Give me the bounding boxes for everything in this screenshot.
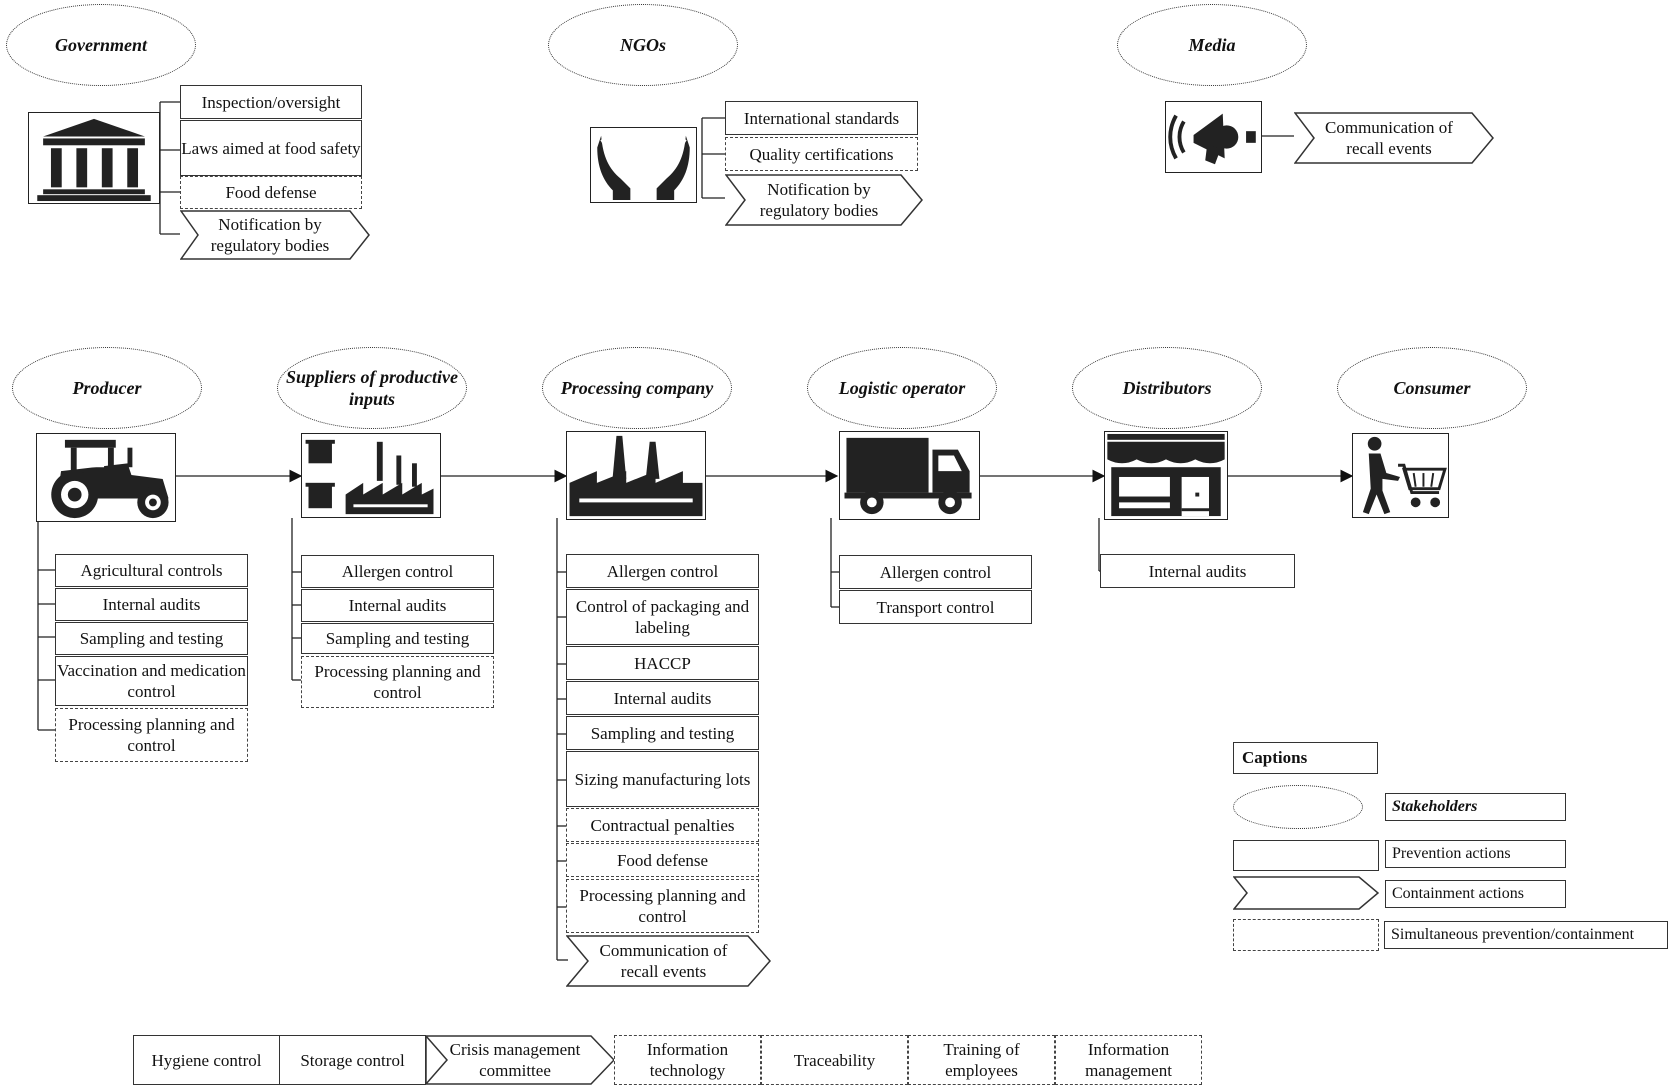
stakeholder-suppliers: Suppliers of productive inputs — [277, 347, 467, 429]
legend-prevention-label: Prevention actions — [1385, 840, 1566, 868]
action-producer-processing-planning: Processing planning and control — [55, 708, 248, 762]
action-media-communication-recall: Communication of recall events — [1294, 112, 1494, 164]
action-notification-regulatory: Notification by regulatory bodies — [180, 210, 370, 260]
legend-stakeholders-label: Stakeholders — [1385, 793, 1566, 821]
tractor-icon — [36, 433, 176, 522]
action-processing-sampling-testing: Sampling and testing — [566, 716, 759, 750]
legend-containment-swatch — [1233, 876, 1379, 910]
action-supplier-allergen-control: Allergen control — [301, 555, 494, 588]
action-hygiene-control: Hygiene control — [133, 1035, 280, 1085]
action-quality-certifications: Quality certifications — [725, 137, 918, 171]
action-processing-planning: Processing planning and control — [566, 879, 759, 933]
legend-stakeholder-swatch — [1233, 785, 1363, 829]
truck-icon — [839, 431, 980, 520]
action-haccp: HACCP — [566, 646, 759, 680]
legend-simultaneous-label: Simultaneous prevention/containment — [1384, 921, 1668, 949]
hands-icon — [590, 127, 697, 203]
action-processing-communication-recall: Communication of recall events — [566, 935, 771, 987]
government-building-icon — [28, 112, 160, 204]
action-sizing-manufacturing-lots: Sizing manufacturing lots — [566, 751, 759, 807]
stakeholder-producer: Producer — [12, 347, 202, 429]
action-food-defense: Food defense — [180, 176, 362, 209]
stakeholder-processing-company: Processing company — [542, 347, 732, 429]
legend-title: Captions — [1233, 742, 1378, 774]
action-storage-control: Storage control — [279, 1035, 426, 1085]
action-processing-internal-audits: Internal audits — [566, 681, 759, 715]
action-laws-food-safety: Laws aimed at food safety — [180, 120, 362, 176]
stakeholder-media: Media — [1117, 4, 1307, 86]
supplies-factory-icon — [301, 433, 441, 518]
action-supplier-processing-planning: Processing planning and control — [301, 656, 494, 708]
stakeholder-logistic-operator: Logistic operator — [807, 347, 997, 429]
stakeholder-government: Government — [6, 4, 196, 86]
action-training-employees: Training of employees — [908, 1035, 1055, 1085]
action-vaccination-medication: Vaccination and medication control — [55, 656, 248, 706]
action-contractual-penalties: Contractual penalties — [566, 808, 759, 842]
action-transport-control: Transport control — [839, 590, 1032, 624]
action-processing-food-defense: Food defense — [566, 843, 759, 877]
shopper-cart-icon — [1352, 433, 1449, 518]
legend-containment-label: Containment actions — [1385, 880, 1566, 908]
action-processing-allergen-control: Allergen control — [566, 554, 759, 588]
stakeholder-ngos: NGOs — [548, 4, 738, 86]
action-information-technology: Information technology — [614, 1035, 761, 1085]
action-producer-internal-audits: Internal audits — [55, 588, 248, 621]
action-packaging-labeling: Control of packaging and labeling — [566, 589, 759, 645]
legend-prevention-swatch — [1233, 840, 1379, 871]
factory-icon — [566, 431, 706, 520]
legend-simultaneous-swatch — [1233, 919, 1379, 951]
stakeholder-consumer: Consumer — [1337, 347, 1527, 429]
action-international-standards: International standards — [725, 101, 918, 135]
action-supplier-sampling-testing: Sampling and testing — [301, 623, 494, 654]
action-crisis-management-committee: Crisis management committee — [425, 1035, 615, 1085]
action-inspection-oversight: Inspection/oversight — [180, 85, 362, 119]
action-ngo-notification-regulatory: Notification by regulatory bodies — [725, 174, 923, 226]
stakeholder-distributors: Distributors — [1072, 347, 1262, 429]
action-agricultural-controls: Agricultural controls — [55, 554, 248, 587]
action-supplier-internal-audits: Internal audits — [301, 589, 494, 622]
action-distributor-internal-audits: Internal audits — [1100, 554, 1295, 588]
store-icon — [1104, 431, 1228, 520]
action-information-management: Information management — [1055, 1035, 1202, 1085]
action-logistic-allergen-control: Allergen control — [839, 555, 1032, 589]
action-producer-sampling-testing: Sampling and testing — [55, 622, 248, 655]
megaphone-icon — [1165, 101, 1262, 173]
action-traceability: Traceability — [761, 1035, 908, 1085]
